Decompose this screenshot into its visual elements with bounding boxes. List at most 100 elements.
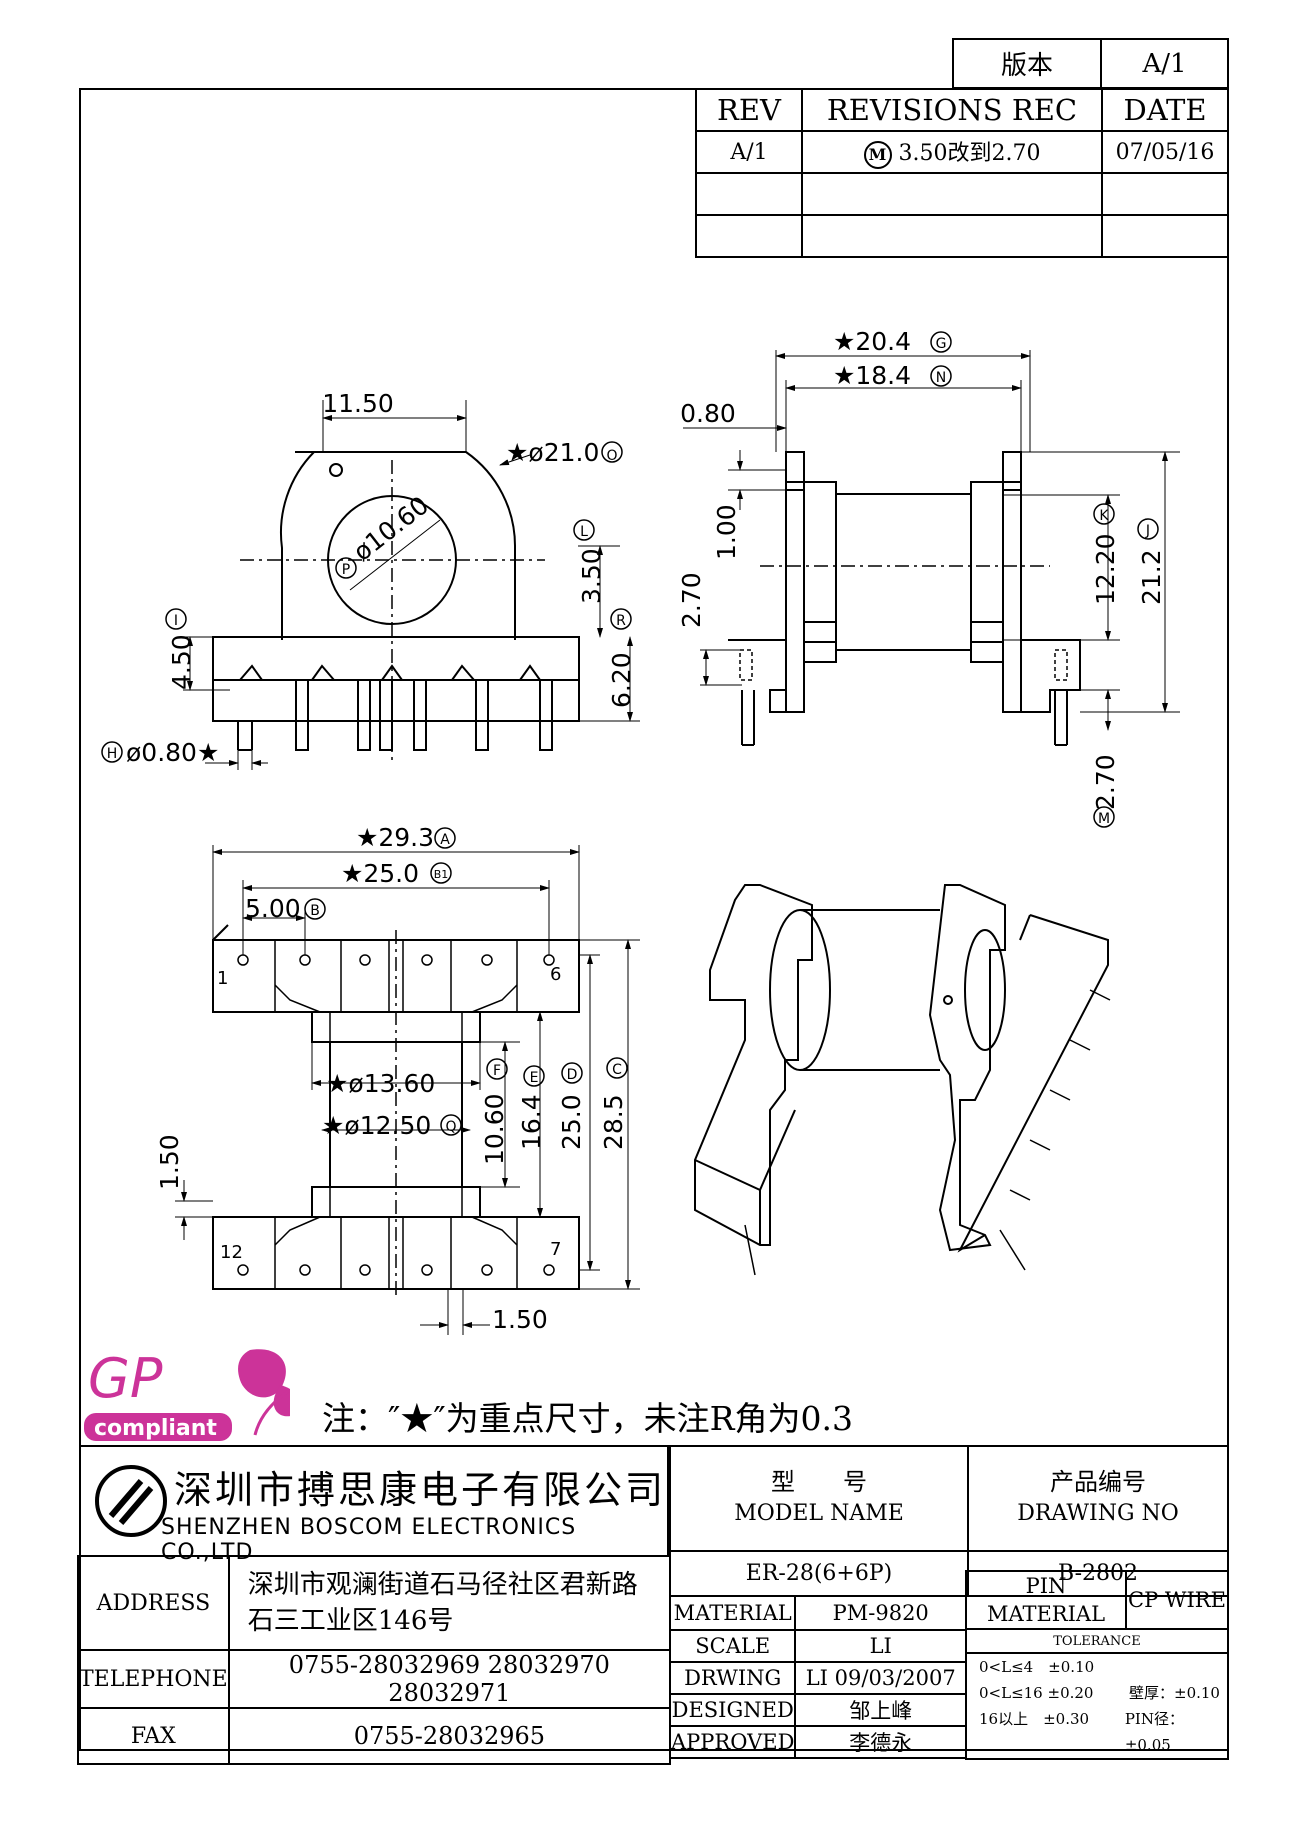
contact-table: ADDRESS 深圳市观澜街道石马径社区君新路 石三工业区146号 TELEPH… xyxy=(77,1555,672,1765)
side-view xyxy=(683,350,1180,746)
scale-label: SCALE xyxy=(668,1629,797,1663)
material-value: PM-9820 xyxy=(794,1595,967,1631)
dim-bot-285: 28.5 xyxy=(599,1094,628,1150)
approved-label: APPROVED xyxy=(668,1725,797,1759)
drawing-label-en: DRAWING NO xyxy=(1017,1501,1179,1527)
pin-label-1: 1 xyxy=(217,968,228,989)
model-label-cn: 型 号 xyxy=(771,1468,867,1497)
version-value: A/1 xyxy=(1100,38,1229,89)
dim-side-212: 21.2 xyxy=(1137,549,1166,605)
dim-front-620: 6.20 xyxy=(607,652,636,708)
marker-k: K xyxy=(1099,508,1109,524)
title-block: 深圳市搏思康电子有限公司 SHENZHEN BOSCOM ELECTRONICS… xyxy=(77,1445,1229,1765)
dim-bot-500: 5.00 xyxy=(245,894,301,923)
revision-row: A/1 M 3.50改到2.70 07/05/16 xyxy=(695,130,1229,174)
marker-a: A xyxy=(440,832,450,848)
dim-front-top-width: 11.50 xyxy=(322,389,394,418)
telephone-value: 0755-28032969 28032970 28032971 xyxy=(227,1649,672,1709)
dim-front-inner-dia: ø10.60 xyxy=(348,490,434,566)
material-label: MATERIAL xyxy=(668,1595,797,1631)
dim-front-pin-dia: ø0.80★ xyxy=(126,738,219,767)
pin-material-label: PIN MATERIAL xyxy=(965,1570,1127,1630)
marker-g: G xyxy=(936,336,947,352)
marker-p: P xyxy=(342,562,350,578)
marker-d: D xyxy=(567,1067,578,1083)
marker-l: L xyxy=(580,524,588,540)
pin-material-label-2: MATERIAL xyxy=(986,1602,1106,1626)
compliant-text: compliant xyxy=(94,1416,217,1441)
pin-material-value: CP WIRE xyxy=(1125,1570,1229,1630)
dim-side-184: ★18.4 xyxy=(833,361,911,390)
revisions-rec-header: REVISIONS REC xyxy=(801,88,1103,132)
designed-value: 邹上峰 xyxy=(794,1693,967,1727)
model-label-cell: 型 号 MODEL NAME xyxy=(669,1445,969,1552)
model-value: ER-28(6+6P) xyxy=(669,1549,969,1598)
fax-label: FAX xyxy=(77,1707,230,1765)
company-name-cn: 深圳市搏思康电子有限公司 xyxy=(174,1468,667,1512)
marker-h: H xyxy=(107,746,118,762)
front-view xyxy=(183,400,640,770)
revision-text-cell: M 3.50改到2.70 xyxy=(801,130,1103,174)
approved-value: 李德永 xyxy=(794,1725,967,1759)
tolerance-1: 0<L≤4 ±0.10 xyxy=(979,1658,1095,1676)
gp-compliant-logo: GP compliant xyxy=(80,1335,300,1445)
marker-f: F xyxy=(493,1063,501,1079)
version-label: 版本 xyxy=(952,38,1102,89)
dim-side-204: ★20.4 xyxy=(833,327,911,356)
date-header: DATE xyxy=(1101,88,1229,132)
drawing-by-label: DRWING xyxy=(668,1661,797,1695)
circled-m-marker: M xyxy=(863,141,892,169)
dim-front-450: 4.50 xyxy=(167,634,196,690)
revision-date xyxy=(1101,172,1229,216)
tolerance-2: 0<L≤16 ±0.20 xyxy=(979,1684,1094,1702)
marker-r: R xyxy=(616,613,626,629)
company-logo xyxy=(95,1465,167,1537)
dim-front-outer-dia: ★ø21.0 xyxy=(506,438,599,467)
pin-diameter-tolerance: PIN径：±0.05 xyxy=(1124,1710,1184,1754)
pin-label-12: 12 xyxy=(220,1242,243,1263)
company-block: 深圳市搏思康电子有限公司 SHENZHEN BOSCOM ELECTRONICS… xyxy=(79,1447,669,1565)
dim-bot-150: 1.50 xyxy=(155,1134,184,1190)
marker-n: N xyxy=(936,370,946,386)
dim-bot-250: ★25.0 xyxy=(341,859,419,888)
model-label-en: MODEL NAME xyxy=(734,1501,904,1527)
address-line-2: 石三工业区146号 xyxy=(247,1606,454,1636)
tolerance-3: 16以上 ±0.30 xyxy=(979,1710,1090,1728)
drawing-by-value: LI 09/03/2007 xyxy=(794,1661,967,1695)
spec-table: MATERIAL PM-9820 SCALE LI DRWING LI 09/0… xyxy=(668,1595,967,1759)
revision-text: 3.50改到2.70 xyxy=(898,141,1041,166)
revision-rev xyxy=(695,172,803,216)
revision-row xyxy=(695,214,1229,258)
revision-date xyxy=(1101,214,1229,258)
revision-text xyxy=(801,214,1103,258)
dim-bot-1360: ★ø13.60 xyxy=(326,1069,435,1098)
pin-label-6: 6 xyxy=(550,964,561,985)
address-value: 深圳市观澜街道石马径社区君新路 石三工业区146号 xyxy=(227,1555,672,1651)
marker-c: C xyxy=(612,1062,622,1078)
dim-bot-293: ★29.3 xyxy=(356,823,434,852)
drawing-note: 注：″★″为重点尺寸，未注R角为0.3 xyxy=(322,1399,853,1438)
marker-o: O xyxy=(606,448,617,464)
marker-e: E xyxy=(530,1070,539,1086)
dim-side-1220: 12.20 xyxy=(1091,533,1120,605)
marker-q: Q xyxy=(445,1119,456,1135)
fax-value: 0755-28032965 xyxy=(227,1707,672,1765)
dim-side-270: 2.70 xyxy=(677,572,706,628)
bottom-view xyxy=(175,845,640,1335)
revision-rev: A/1 xyxy=(695,130,803,174)
pin-tolerance-table: PIN MATERIAL CP WIRE TOLERANCE 0<L≤4 ±0.… xyxy=(965,1570,1229,1760)
dim-bot-250v: 25.0 xyxy=(557,1094,586,1150)
dim-bot-164: 16.4 xyxy=(517,1094,546,1150)
tolerance-label: TOLERANCE xyxy=(965,1628,1229,1654)
dim-front-350: 3.50 xyxy=(577,548,606,604)
company-name-en: SHENZHEN BOSCOM ELECTRONICS CO.,LTD xyxy=(161,1515,577,1565)
revision-date: 07/05/16 xyxy=(1101,130,1229,174)
version-box: 版本 A/1 xyxy=(952,38,1229,89)
pin-label-7: 7 xyxy=(550,1239,561,1260)
drawing-label-cell: 产品编号 DRAWING NO xyxy=(967,1445,1229,1552)
dim-side-080: 0.80 xyxy=(680,399,736,428)
revision-text xyxy=(801,172,1103,216)
dim-side-270b: 2.70 xyxy=(1091,754,1120,810)
